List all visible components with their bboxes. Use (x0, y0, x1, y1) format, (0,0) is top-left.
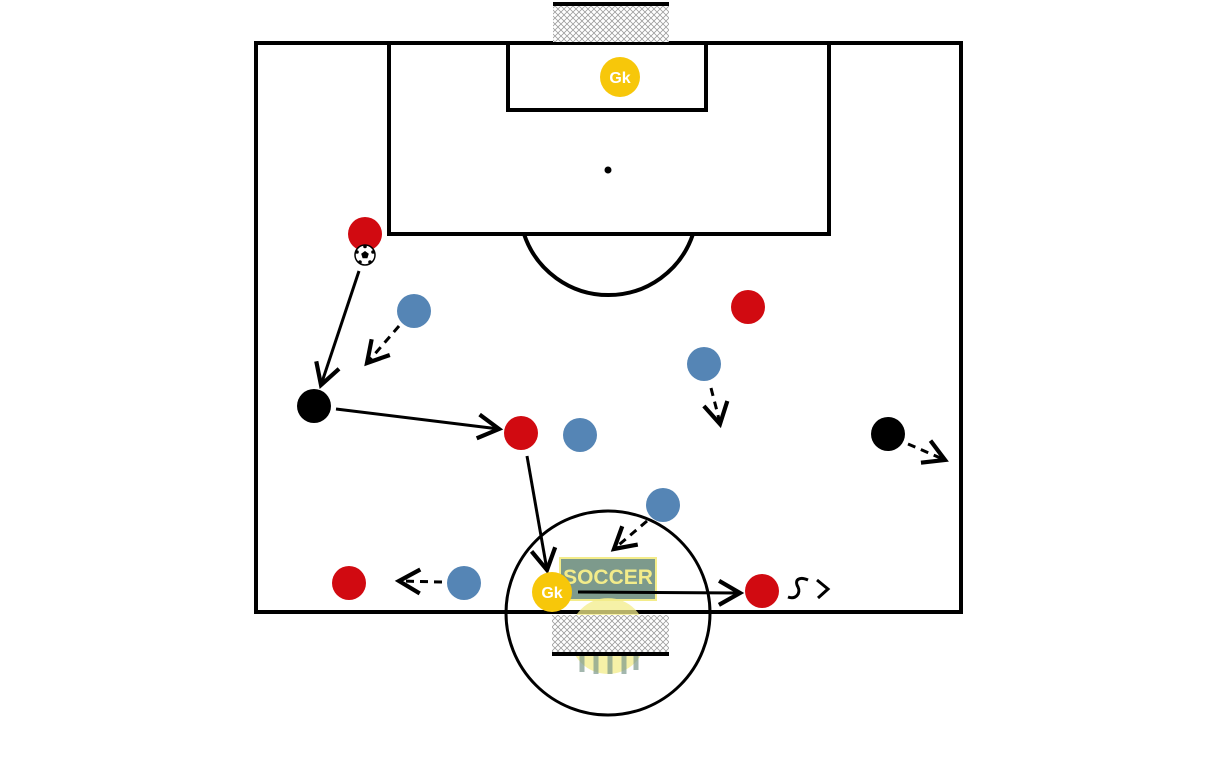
top-goal (553, 2, 669, 42)
soccer-ball-icon (354, 244, 376, 266)
goal-area (506, 41, 708, 112)
pass-arrow (314, 270, 361, 390)
pass-arrow (335, 407, 504, 441)
bottom-goal (552, 615, 669, 656)
center-circle (504, 509, 712, 717)
neutral-players (297, 389, 905, 451)
red-player (731, 290, 765, 324)
goalkeeper-label: Gk (609, 70, 630, 87)
movement-arrow (907, 439, 949, 465)
red-player (504, 416, 538, 450)
red-player (332, 566, 366, 600)
movement-arrow (394, 567, 443, 596)
goalkeeper-bottom: Gk (532, 572, 572, 612)
movement-arrow (364, 325, 401, 367)
goal-net-icon (553, 4, 669, 42)
blue-player (563, 418, 597, 452)
pass-arrow (577, 579, 745, 607)
red-players (332, 217, 779, 608)
goalkeeper-top: Gk (600, 57, 640, 97)
movement-arrow (610, 519, 648, 552)
goal-net-icon (552, 615, 669, 653)
movement-arrow (702, 387, 730, 429)
blue-player (646, 488, 680, 522)
pass-arrows (314, 270, 745, 607)
blue-player (687, 347, 721, 381)
neutral-player (297, 389, 331, 423)
pitch-boundary (254, 41, 963, 614)
penalty-spot (604, 166, 612, 174)
blue-player (397, 294, 431, 328)
red-player (745, 574, 779, 608)
goalkeeper-label: Gk (541, 585, 562, 602)
blue-players (397, 294, 721, 600)
movement-arrows (364, 325, 949, 596)
dribble-arrow (787, 576, 831, 600)
goalkeeper-marker (600, 57, 640, 97)
logo-text: SOCCER (563, 566, 653, 589)
penalty-arc (522, 233, 695, 297)
goalkeeper-marker (532, 572, 572, 612)
pass-arrow (525, 455, 558, 575)
blue-player (447, 566, 481, 600)
red-player (348, 217, 382, 251)
neutral-player (871, 417, 905, 451)
